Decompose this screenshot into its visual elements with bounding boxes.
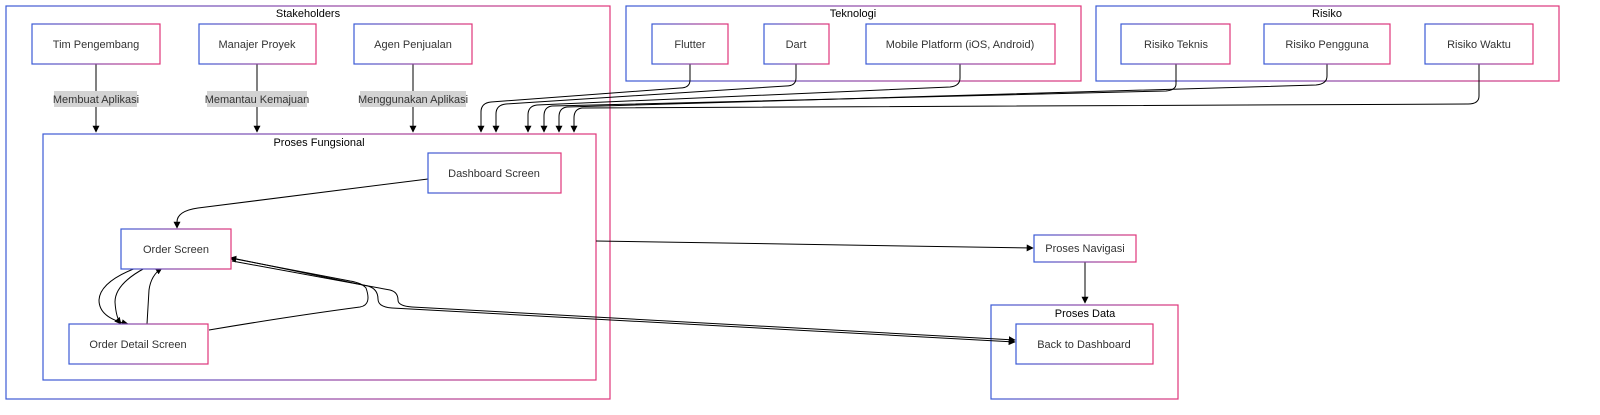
svg-text:Mobile Platform (iOS, Android): Mobile Platform (iOS, Android)	[886, 39, 1035, 51]
edge-fungsional-navigasi	[595, 240, 1034, 252]
svg-text:Dart: Dart	[786, 39, 807, 51]
svg-text:Memantau Kemajuan: Memantau Kemajuan	[205, 94, 310, 106]
cluster-teknologi: Teknologi	[625, 5, 1082, 82]
svg-text:Order Detail Screen: Order Detail Screen	[89, 339, 186, 351]
node-manajer-proyek[interactable]: Manajer Proyek	[198, 23, 317, 65]
node-flutter[interactable]: Flutter	[651, 23, 729, 65]
edge-risiko-waktu	[570, 64, 1480, 133]
cluster-proses-fungsional: Proses Fungsional	[42, 133, 597, 381]
edge-label-menggunakan-aplikasi: Menggunakan Aplikasi	[358, 91, 468, 107]
svg-text:Proses Navigasi: Proses Navigasi	[1045, 243, 1124, 255]
svg-text:Tim Pengembang: Tim Pengembang	[53, 39, 139, 51]
edge-detail-order	[146, 267, 163, 325]
edge-order-detail-2	[114, 267, 146, 325]
svg-text:Dashboard Screen: Dashboard Screen	[448, 168, 540, 180]
cluster-title-proses-data: Proses Data	[1055, 308, 1116, 320]
cluster-title-teknologi: Teknologi	[830, 8, 876, 20]
edge-order-detail-1	[98, 267, 137, 327]
svg-text:Order Screen: Order Screen	[143, 244, 209, 256]
svg-text:Menggunakan Aplikasi: Menggunakan Aplikasi	[358, 94, 468, 106]
edge-order-back-dashboard-1	[231, 257, 1016, 346]
edge-risiko-pengguna	[555, 64, 1328, 133]
node-proses-navigasi[interactable]: Proses Navigasi	[1033, 234, 1137, 263]
node-dart[interactable]: Dart	[763, 23, 830, 65]
node-mobile-platform[interactable]: Mobile Platform (iOS, Android)	[865, 23, 1056, 65]
edge-order-back-dashboard-2	[231, 260, 1016, 344]
edge-flutter	[477, 64, 691, 133]
svg-text:Risiko Waktu: Risiko Waktu	[1447, 39, 1511, 51]
node-risiko-pengguna[interactable]: Risiko Pengguna	[1263, 23, 1391, 65]
svg-text:Risiko Teknis: Risiko Teknis	[1144, 39, 1208, 51]
cluster-proses-data: Proses Data	[990, 304, 1179, 400]
node-order-detail-screen[interactable]: Order Detail Screen	[68, 323, 209, 365]
svg-text:Membuat Aplikasi: Membuat Aplikasi	[53, 94, 139, 106]
node-agen-penjualan[interactable]: Agen Penjualan	[353, 23, 473, 65]
node-tim-pengembang[interactable]: Tim Pengembang	[31, 23, 161, 65]
cluster-risiko: Risiko	[1095, 5, 1560, 82]
svg-text:Risiko Pengguna: Risiko Pengguna	[1285, 39, 1369, 51]
cluster-stakeholders: Stakeholders	[5, 5, 611, 400]
edge-dashboard-order	[173, 178, 429, 229]
node-risiko-waktu[interactable]: Risiko Waktu	[1424, 23, 1534, 65]
node-order-screen[interactable]: Order Screen	[120, 228, 232, 270]
svg-text:Manajer Proyek: Manajer Proyek	[218, 39, 296, 51]
edge-label-memantau-kemajuan: Memantau Kemajuan	[205, 91, 310, 107]
edge-detail-back-order	[208, 255, 369, 331]
cluster-title-proses-fungsional: Proses Fungsional	[273, 137, 364, 149]
edge-label-membuat-aplikasi: Membuat Aplikasi	[53, 91, 139, 107]
svg-text:Agen Penjualan: Agen Penjualan	[374, 39, 452, 51]
cluster-title-risiko: Risiko	[1312, 8, 1342, 20]
node-risiko-teknis[interactable]: Risiko Teknis	[1120, 23, 1231, 65]
edges	[92, 64, 1480, 346]
node-back-to-dashboard[interactable]: Back to Dashboard	[1015, 323, 1154, 365]
svg-text:Flutter: Flutter	[674, 39, 706, 51]
edge-dart	[492, 64, 797, 133]
cluster-title-stakeholders: Stakeholders	[276, 8, 341, 20]
node-dashboard-screen[interactable]: Dashboard Screen	[427, 152, 562, 194]
svg-text:Back to Dashboard: Back to Dashboard	[1037, 339, 1131, 351]
edge-mobile-platform	[524, 64, 961, 133]
